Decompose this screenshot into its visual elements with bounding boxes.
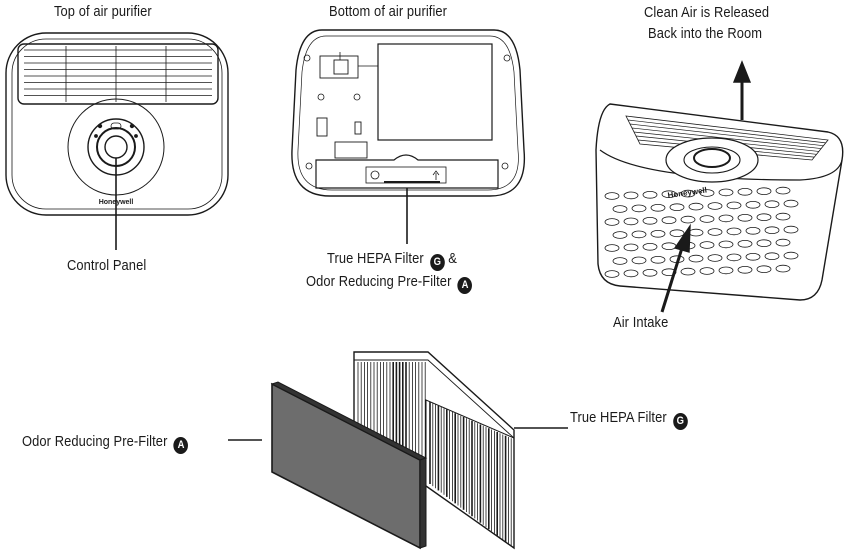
top-brand: Honeywell [99,199,134,206]
hepa-badge-icon: G [429,254,445,271]
prefilter-badge-icon: A [457,277,473,294]
label-ampersand: & [448,250,457,267]
label-true-hepa-text: True HEPA Filter [570,409,667,426]
label-true-hepa-filter: True HEPA Filter G [570,409,688,430]
pre-filter-drawing [228,381,428,550]
label-bottom-of-purifier: Bottom of air purifier [329,3,448,20]
top-grille-slats [24,46,212,102]
label-odor-prefilter-text: Odor Reducing Pre-Filter [22,433,168,450]
label-air-intake: Air Intake [613,314,669,331]
top-view-purifier [5,32,229,250]
perspective-brand: Honeywell [667,186,707,200]
perspective-purifier [595,60,844,313]
hepa-filter-drawing [353,351,568,550]
label-hepa-text: True HEPA Filter [327,250,424,267]
label-hepa-and-prefilter-line2: Odor Reducing Pre-Filter A [306,273,473,294]
label-control-panel: Control Panel [67,257,147,274]
label-odor-prefilter: Odor Reducing Pre-Filter A [22,433,189,454]
label-clean-air-line1: Clean Air is Released [644,4,770,21]
bottom-view-purifier [291,29,526,244]
prefilter-badge-icon-2: A [173,437,189,454]
label-clean-air-line2: Back into the Room [648,25,763,42]
label-hepa-and-prefilter-line1: True HEPA Filter G & [327,250,457,271]
label-top-of-purifier: Top of air purifier [54,3,152,20]
hepa-badge-icon-2: G [672,413,688,430]
label-prefilter-text: Odor Reducing Pre-Filter [306,273,452,290]
